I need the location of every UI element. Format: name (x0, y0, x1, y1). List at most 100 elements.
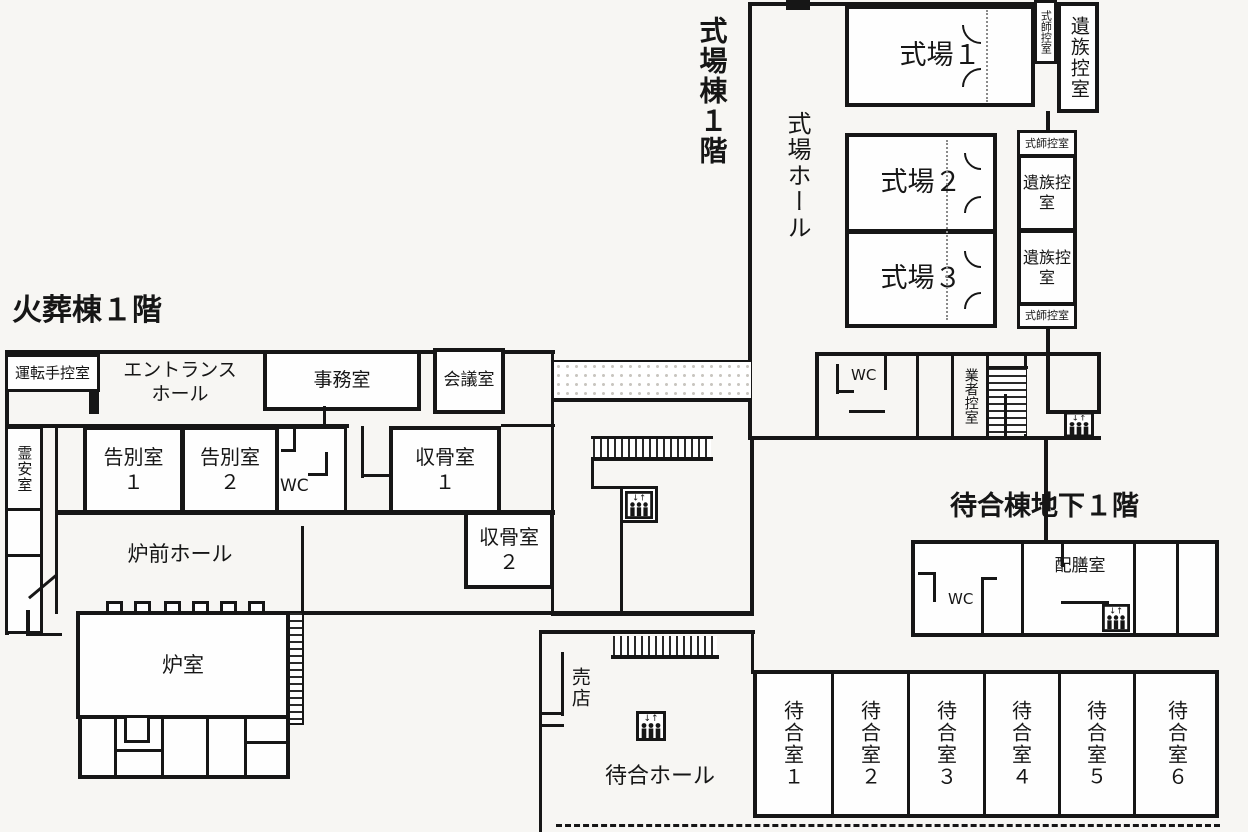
elevator-icon: ↓↑ (636, 711, 666, 741)
room-wc-crematorium (276, 426, 347, 514)
wall (55, 510, 555, 515)
wall (907, 674, 910, 814)
elevator-icon: ↓↑ (1102, 604, 1130, 632)
room-driver-waiting: 運転手控室 (5, 354, 100, 392)
elevator-arrows: ↓↑ (643, 714, 658, 724)
wall (748, 2, 1038, 6)
room-ceremony-3: 式場３ (845, 230, 997, 328)
room-furnace-front-hall: 炉前ホール (127, 541, 233, 566)
room-ceremony-1: 式場１ (845, 5, 1035, 107)
partition-dotted (946, 140, 948, 320)
wall (620, 520, 623, 616)
wc-label-crematorium: WC (280, 476, 309, 496)
wall (815, 352, 1101, 356)
room-farewell-1: 告別室 １ (83, 426, 184, 514)
furnace-door (220, 601, 237, 614)
room-shop: 売店 (568, 667, 591, 709)
furnace-door (248, 601, 265, 614)
room-waiting-4: 待合室４ (1008, 700, 1033, 788)
wc-label-waiting: WC (948, 590, 974, 608)
wall (591, 457, 713, 461)
wall (551, 360, 752, 362)
wc-label-ceremony: WC (851, 366, 877, 384)
wall (983, 674, 986, 814)
wall (308, 473, 328, 476)
room-family-waiting-top: 遺族控室 (1057, 2, 1099, 113)
room-furnace: 炉室 (76, 611, 290, 719)
room-waiting-2: 待合室２ (857, 700, 882, 788)
wall (539, 712, 564, 715)
wall (114, 719, 117, 777)
wall (244, 741, 290, 744)
wall (986, 352, 989, 438)
wall (591, 436, 713, 439)
room-bone-collection-2: 収骨室 ２ (464, 511, 554, 589)
elevator-icon: ↓↑ (625, 491, 653, 519)
wall (1061, 601, 1109, 604)
room-ceremony-2: 式場２ (845, 133, 997, 233)
wall (918, 572, 935, 575)
section-title-ceremony: 式場棟１階 (695, 16, 729, 166)
wall (1133, 674, 1136, 814)
wall (539, 630, 542, 832)
wall (1046, 111, 1050, 133)
wall (1176, 541, 1179, 635)
wall (1061, 541, 1064, 567)
room-office: 事務室 (263, 350, 421, 411)
stairs-hatch (593, 439, 711, 458)
wall (987, 366, 1028, 369)
dashed-boundary (556, 824, 1220, 827)
room-officiant-waiting: 式師控室 (1017, 130, 1077, 157)
wall (539, 724, 564, 727)
room-serving: 配膳室 (1054, 556, 1106, 577)
wall (1097, 352, 1101, 414)
wall (884, 352, 887, 390)
wall (1133, 541, 1136, 635)
ceremony-hall-label: 式場ホール (783, 111, 811, 241)
room-officiant-waiting: 式師控室 (1017, 303, 1077, 329)
wall (293, 426, 296, 452)
wall (551, 352, 554, 364)
wall-pillar (89, 392, 99, 414)
wall (831, 674, 834, 814)
room-back-row (78, 715, 290, 779)
stairs-hatch (989, 368, 1026, 434)
room-waiting-1: 待合室１ (780, 700, 805, 788)
furnace-door (164, 601, 181, 614)
wall (751, 630, 754, 674)
elevator-icon: ↓↑ (1064, 412, 1094, 437)
wall (114, 749, 164, 752)
room-family-waiting: 遺族控室 (1017, 154, 1077, 232)
waiting-building-service-block (911, 540, 1219, 637)
wall (1021, 541, 1024, 635)
wall (361, 426, 364, 478)
wall (748, 2, 752, 440)
wall (26, 610, 30, 636)
wall (539, 630, 755, 634)
wall (1046, 327, 1050, 354)
wall (1058, 674, 1061, 814)
elevator-arrows: ↓↑ (1109, 605, 1123, 615)
wall (836, 390, 854, 393)
room-bone-collection-1: 収骨室 １ (389, 426, 501, 514)
section-title-crematorium: 火葬棟１階 (12, 293, 162, 328)
wall (1046, 352, 1050, 412)
wall (26, 633, 62, 636)
room-waiting-6: 待合室６ (1164, 700, 1189, 788)
wall (55, 426, 58, 614)
wall (501, 424, 555, 427)
wall (748, 436, 1101, 440)
stairs-hatch (288, 611, 304, 725)
room-vendor-waiting: 業者控室 (962, 368, 979, 424)
room-entrance-hall: エントランス ホール (123, 359, 237, 405)
wall (244, 719, 247, 777)
wall (836, 364, 839, 394)
wall (611, 655, 719, 659)
wall (206, 719, 209, 777)
room-officiant-waiting-top: 式師控室 (1034, 0, 1057, 64)
room-small (124, 715, 150, 743)
wall (849, 410, 885, 413)
wall (281, 449, 296, 452)
wall-corridor (1044, 439, 1048, 541)
